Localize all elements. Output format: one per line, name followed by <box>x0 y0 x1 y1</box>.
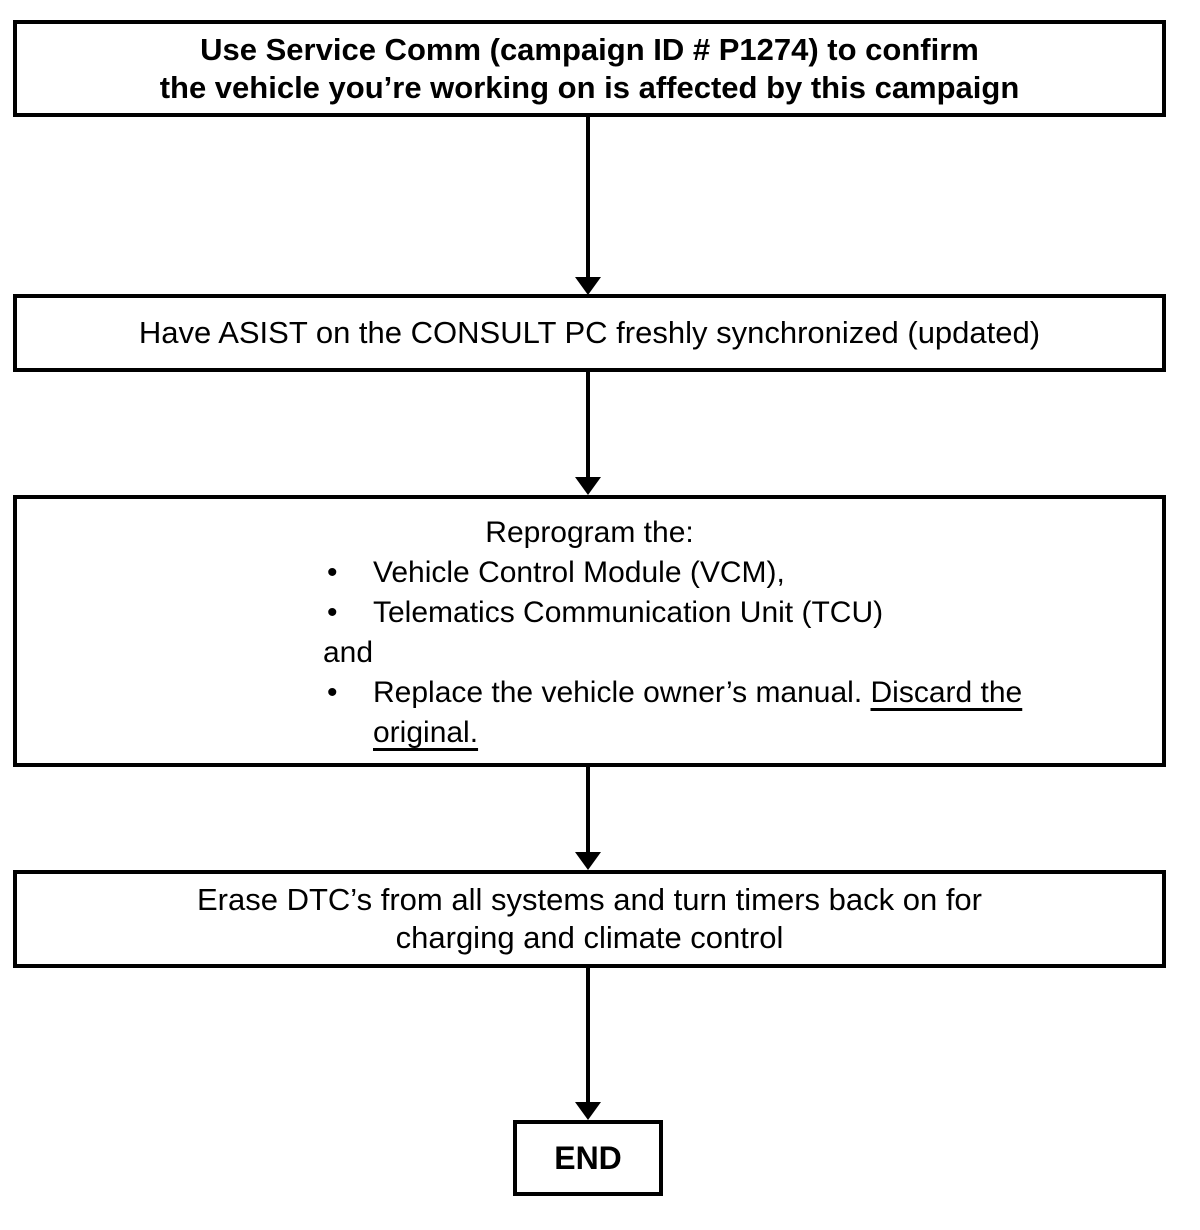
list-item-tcu: • Telematics Communication Unit (TCU) <box>17 593 1162 633</box>
step3-connector-and: and <box>323 636 374 669</box>
flow-arrow-1 <box>575 117 601 295</box>
flow-step-confirm-campaign: Use Service Comm (campaign ID # P1274) t… <box>13 20 1166 117</box>
step3-bullet2-text: Telematics Communication Unit (TCU) <box>373 596 884 629</box>
flow-step-reprogram: Reprogram the: • Vehicle Control Module … <box>13 495 1166 767</box>
arrow-down-head-icon <box>575 852 601 870</box>
flow-arrow-4 <box>575 968 601 1120</box>
step3-bullet3-underlined-text: Discard the original. <box>373 676 1023 749</box>
flow-step-sync-asist: Have ASIST on the CONSULT PC freshly syn… <box>13 294 1166 372</box>
flow-step-erase-dtc: Erase DTC’s from all systems and turn ti… <box>13 870 1166 968</box>
step1-line1: Use Service Comm (campaign ID # P1274) t… <box>200 31 979 67</box>
arrow-down-head-icon <box>575 477 601 495</box>
step1-line2: the vehicle you’re working on is affecte… <box>159 69 1020 105</box>
bullet-marker: • <box>327 596 338 629</box>
step3-bullet3-text: Replace the vehicle owner’s manual. <box>373 676 871 709</box>
arrow-stem <box>586 968 590 1102</box>
arrow-down-head-icon <box>575 277 601 295</box>
bullet-marker: • <box>327 556 338 589</box>
step4-line2: charging and climate control <box>395 920 784 955</box>
arrow-stem <box>586 767 590 852</box>
arrow-stem <box>586 117 590 277</box>
step3-title: Reprogram the: <box>485 516 694 549</box>
arrow-down-head-icon <box>575 1102 601 1120</box>
bullet-marker: • <box>327 676 338 709</box>
list-item-vcm: • Vehicle Control Module (VCM), <box>17 553 1162 593</box>
flow-end-node: END <box>513 1120 663 1196</box>
flow-arrow-3 <box>575 767 601 870</box>
step3-bullet1-text: Vehicle Control Module (VCM), <box>373 556 785 589</box>
step2-text: Have ASIST on the CONSULT PC freshly syn… <box>138 315 1041 350</box>
end-label: END <box>554 1139 622 1176</box>
arrow-stem <box>586 372 590 477</box>
list-item-owners-manual: • Replace the vehicle owner’s manual. Di… <box>17 673 1162 753</box>
step4-line1: Erase DTC’s from all systems and turn ti… <box>196 882 982 917</box>
flow-arrow-2 <box>575 372 601 495</box>
